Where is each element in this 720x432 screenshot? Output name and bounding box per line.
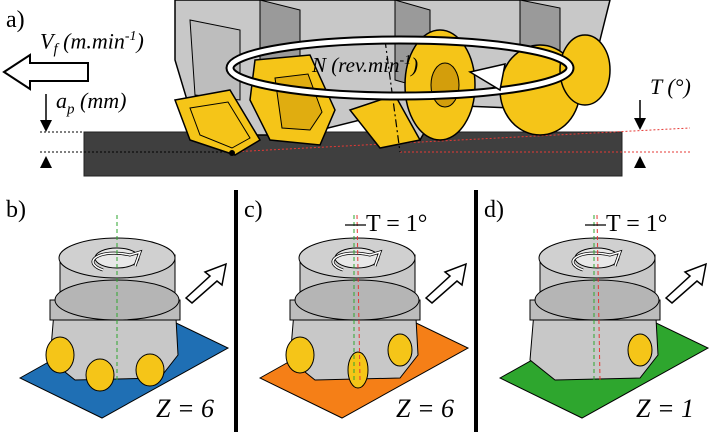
t-label: T (°) (650, 74, 691, 99)
ap-arrow-bottom (40, 156, 52, 168)
vf-exponent: -1 (124, 29, 137, 44)
panel-c-tilt-label: T = 1° (366, 211, 428, 237)
t-arrow-bottom (634, 156, 646, 168)
workpiece-bar (83, 131, 623, 177)
ap-symbol: a (56, 88, 67, 113)
rotation-arrow (225, 35, 575, 101)
panel-b-z-label: Z = 6 (156, 394, 215, 423)
panel-c-label: c) (244, 197, 263, 223)
panel-c-z-label: Z = 6 (396, 394, 455, 423)
panel-d-drawing (498, 214, 710, 419)
feed-arrow-d (664, 262, 707, 304)
panel-d-z-label: Z = 1 (636, 394, 695, 423)
ap-label: ap (mm) (56, 90, 126, 117)
panel-d-tilt-label: T = 1° (606, 211, 668, 237)
n-label: N (rev.min-1) (312, 54, 418, 76)
vf-unit: (m.min (63, 28, 125, 54)
ap-unit: (mm) (80, 88, 127, 113)
n-close: ) (411, 53, 419, 77)
panel-c-drawing (258, 214, 470, 419)
feed-arrow (2, 53, 89, 91)
n-text: N (rev.min (312, 53, 400, 77)
spindle-axis (384, 39, 401, 153)
panel-a (2, 0, 691, 177)
vf-symbol: V (40, 28, 54, 54)
tilt-line-red (229, 127, 691, 153)
panel-a-label: a) (6, 7, 25, 33)
cutter-inserts (173, 29, 611, 156)
n-exponent: -1 (399, 53, 412, 68)
contact-point (229, 150, 235, 156)
vf-subscript: f (53, 41, 58, 58)
feed-arrow-c (424, 262, 467, 304)
vf-label: Vf (m.min-1) (40, 30, 144, 58)
panel-b-drawing (18, 215, 230, 419)
panel-b-label: b) (6, 197, 26, 223)
ap-subscript: p (67, 101, 75, 118)
vf-close: ) (136, 28, 144, 54)
feed-arrow-b (184, 262, 227, 304)
panel-d-label: d) (484, 197, 504, 223)
